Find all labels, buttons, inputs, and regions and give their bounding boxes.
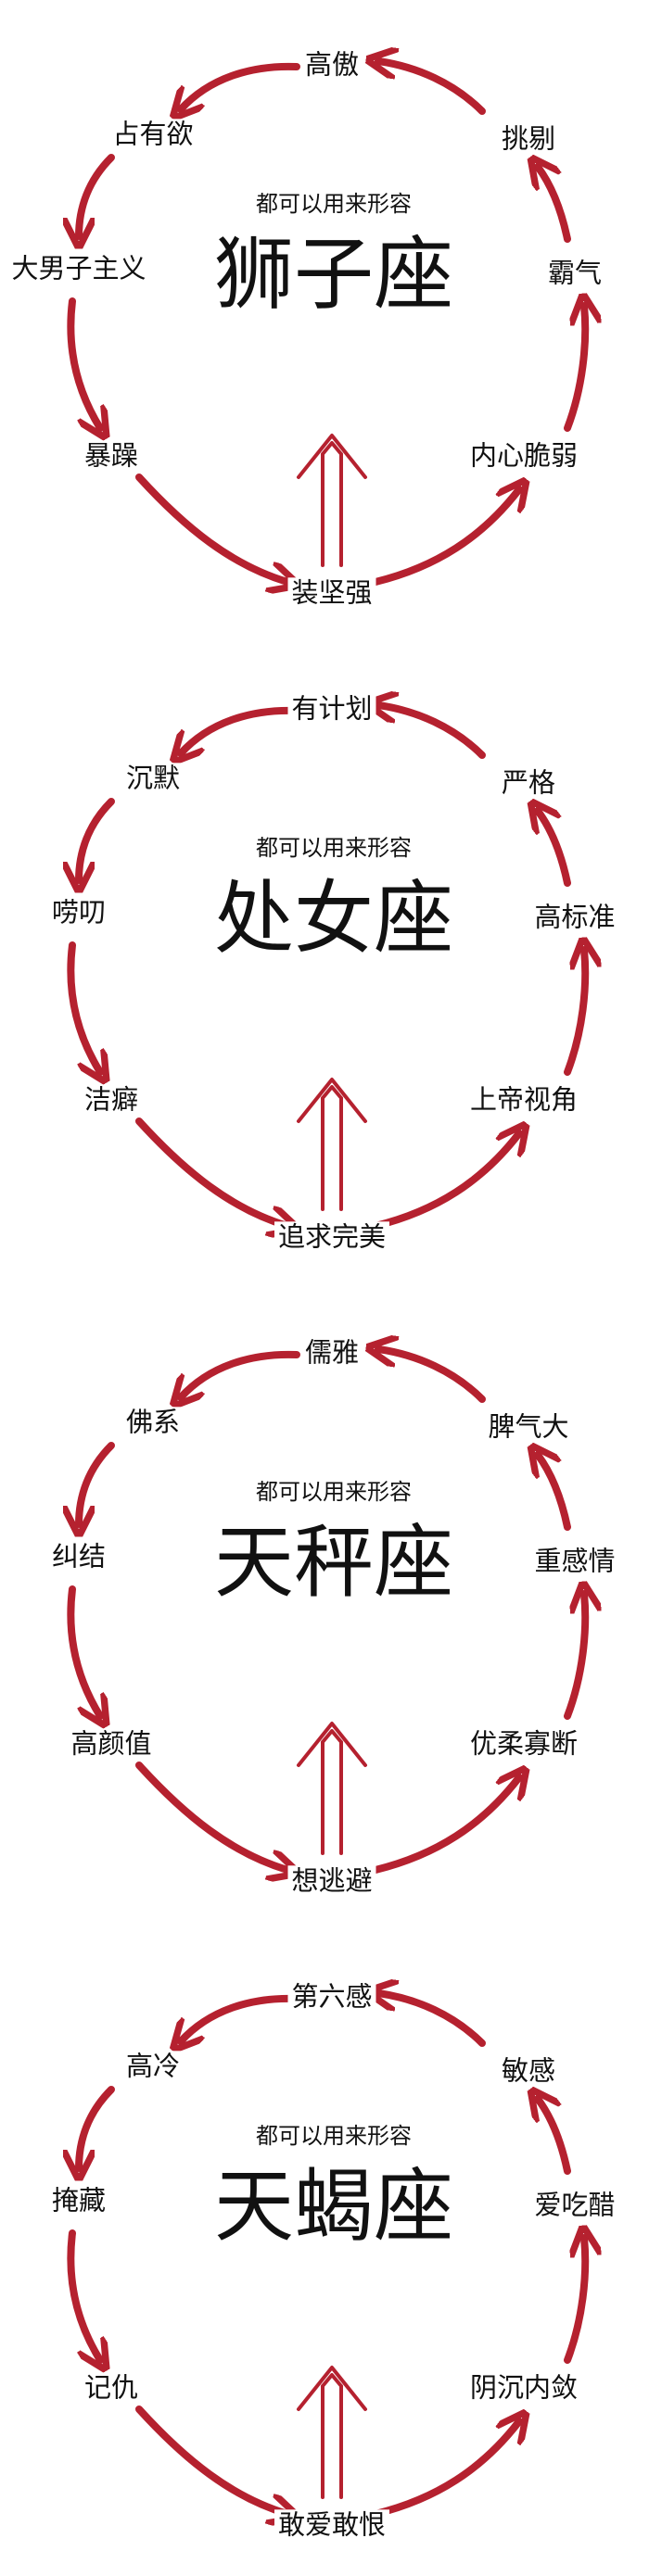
zodiac-title: 天蝎座 bbox=[214, 2160, 453, 2254]
cycle-label-upper-left: 佛系 bbox=[121, 1406, 185, 1438]
cycle-label-lower-left: 暴躁 bbox=[80, 439, 143, 472]
arrow-upper-left-to-left bbox=[79, 798, 115, 880]
cycle-label-lower-left: 洁癖 bbox=[80, 1083, 143, 1116]
cycle-label-lower-right: 阴沉内敛 bbox=[465, 2371, 582, 2404]
panel-subtitle: 都可以用来形容 bbox=[256, 835, 412, 861]
arrow-bottom-to-lower-right bbox=[372, 2421, 519, 2518]
hollow-up-arrow-icon bbox=[297, 2366, 367, 2499]
cycle-label-upper-right: 脾气大 bbox=[484, 1410, 573, 1443]
arrow-bottom-to-lower-right bbox=[372, 1777, 519, 1874]
zodiac-cycle-panel-leo: 高傲 占有欲 大男子主义 暴躁 装坚强 内心脆弱 霸气 挑剔 都可以用来形容 狮… bbox=[0, 0, 649, 644]
arrow-upper-left-to-left bbox=[79, 2086, 115, 2168]
arrow-left-to-lower-left bbox=[67, 2229, 100, 2360]
cycle-label-upper-left: 占有欲 bbox=[108, 118, 197, 150]
cycle-label-upper-left: 沉默 bbox=[121, 762, 185, 794]
arrow-upper-right-to-top bbox=[378, 1349, 486, 1403]
arrow-lower-left-to-bottom bbox=[135, 2406, 287, 2514]
cycle-label-top: 儒雅 bbox=[300, 1336, 363, 1369]
cycle-label-bottom: 想逃避 bbox=[287, 1864, 376, 1897]
arrow-upper-left-to-left bbox=[79, 154, 115, 236]
panel-subtitle: 都可以用来形容 bbox=[256, 2123, 412, 2149]
cycle-label-bottom: 追求完美 bbox=[274, 1220, 390, 1253]
zodiac-title: 天秤座 bbox=[214, 1516, 453, 1610]
cycle-label-upper-right: 敏感 bbox=[497, 2054, 560, 2087]
cycle-label-right: 重感情 bbox=[530, 1545, 619, 1577]
panel-subtitle: 都可以用来形容 bbox=[256, 1479, 412, 1505]
hollow-up-arrow-icon bbox=[297, 1722, 367, 1855]
arrow-right-to-upper-right bbox=[538, 2099, 571, 2175]
arrow-upper-right-to-top bbox=[378, 1993, 486, 2047]
arrow-upper-right-to-top bbox=[378, 61, 486, 115]
arrow-right-to-upper-right bbox=[538, 167, 571, 243]
cycle-label-upper-right: 严格 bbox=[497, 766, 560, 799]
cycle-label-bottom: 装坚强 bbox=[287, 576, 376, 609]
cycle-label-right: 霸气 bbox=[543, 257, 606, 289]
zodiac-title: 处女座 bbox=[214, 872, 453, 966]
hollow-up-arrow-icon bbox=[297, 1078, 367, 1211]
arrow-lower-right-to-right bbox=[564, 306, 585, 432]
arrow-top-to-upper-left bbox=[181, 1994, 300, 2041]
arrow-right-to-upper-right bbox=[538, 811, 571, 887]
cycle-label-lower-right: 优柔寡断 bbox=[465, 1727, 582, 1760]
arrow-lower-left-to-bottom bbox=[135, 474, 287, 582]
cycle-arrows bbox=[0, 0, 649, 644]
arrow-bottom-to-lower-right bbox=[372, 1133, 519, 1230]
arrow-right-to-upper-right bbox=[538, 1455, 571, 1531]
arrow-left-to-lower-left bbox=[67, 1585, 100, 1716]
arrow-upper-right-to-top bbox=[378, 705, 486, 759]
cycle-arrows bbox=[0, 1288, 649, 1932]
cycle-label-lower-right: 上帝视角 bbox=[465, 1083, 582, 1116]
cycle-label-upper-left: 高冷 bbox=[121, 2050, 185, 2082]
cycle-label-upper-right: 挑剔 bbox=[497, 122, 560, 155]
cycle-label-bottom: 敢爱敢恨 bbox=[274, 2508, 390, 2541]
cycle-label-right: 爱吃醋 bbox=[530, 2189, 619, 2221]
zodiac-cycle-panel-libra: 儒雅 佛系 纠结 高颜值 想逃避 优柔寡断 重感情 脾气大 都可以用来形容 天秤… bbox=[0, 1288, 649, 1932]
arrow-lower-left-to-bottom bbox=[135, 1762, 287, 1870]
zodiac-cycle-panel-scorpio: 第六感 高冷 掩藏 记仇 敢爱敢恨 阴沉内敛 爱吃醋 敏感 都可以用来形容 天蝎… bbox=[0, 1932, 649, 2576]
cycle-label-lower-left: 记仇 bbox=[80, 2371, 143, 2404]
cycle-label-top: 第六感 bbox=[287, 1980, 376, 2013]
arrow-top-to-upper-left bbox=[181, 62, 300, 109]
arrow-top-to-upper-left bbox=[181, 706, 300, 753]
arrow-upper-left-to-left bbox=[79, 1442, 115, 1524]
cycle-arrows bbox=[0, 644, 649, 1288]
arrow-lower-right-to-right bbox=[564, 1594, 585, 1720]
cycle-label-lower-left: 高颜值 bbox=[67, 1727, 156, 1760]
arrow-lower-right-to-right bbox=[564, 950, 585, 1076]
arrow-bottom-to-lower-right bbox=[372, 489, 519, 586]
zodiac-title: 狮子座 bbox=[214, 228, 453, 322]
cycle-label-top: 有计划 bbox=[287, 692, 376, 725]
hollow-up-arrow-icon bbox=[297, 434, 367, 567]
cycle-label-top: 高傲 bbox=[300, 48, 363, 81]
arrow-lower-left-to-bottom bbox=[135, 1118, 287, 1226]
cycle-label-lower-right: 内心脆弱 bbox=[465, 439, 582, 472]
cycle-label-left: 大男子主义 bbox=[7, 252, 150, 284]
cycle-arrows bbox=[0, 1932, 649, 2576]
cycle-label-left: 掩藏 bbox=[47, 2184, 110, 2216]
arrow-left-to-lower-left bbox=[67, 941, 100, 1072]
panel-subtitle: 都可以用来形容 bbox=[256, 191, 412, 217]
arrow-lower-right-to-right bbox=[564, 2238, 585, 2364]
zodiac-cycle-panel-virgo: 有计划 沉默 唠叨 洁癖 追求完美 上帝视角 高标准 严格 都可以用来形容 处女… bbox=[0, 644, 649, 1288]
arrow-top-to-upper-left bbox=[181, 1350, 300, 1397]
cycle-label-left: 纠结 bbox=[47, 1540, 110, 1572]
arrow-left-to-lower-left bbox=[67, 297, 100, 428]
cycle-label-right: 高标准 bbox=[530, 901, 619, 933]
cycle-label-left: 唠叨 bbox=[47, 896, 110, 928]
